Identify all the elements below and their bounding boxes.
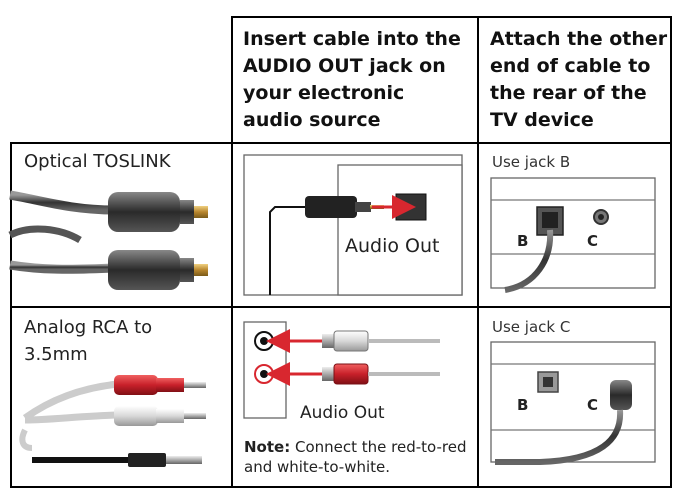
grid-line bbox=[231, 16, 672, 18]
optical-audio-out-label: Audio Out bbox=[345, 235, 440, 257]
optical-jack-b-label: B bbox=[517, 232, 528, 250]
rca-note-text: Connect the red-to-red and white-to-whit… bbox=[244, 438, 467, 476]
grid-line bbox=[670, 16, 672, 488]
grid-line bbox=[10, 486, 672, 488]
rca-jack-b-label: B bbox=[517, 396, 528, 414]
optical-jack-c-label: C bbox=[587, 232, 598, 250]
rca-audio-out-label: Audio Out bbox=[300, 403, 385, 423]
rca-note-bold: Note: bbox=[244, 438, 291, 456]
grid-line bbox=[10, 306, 672, 308]
grid-line bbox=[477, 16, 479, 488]
grid-line bbox=[231, 16, 233, 488]
row-optical-tv-hint: Use jack B bbox=[492, 153, 571, 171]
row-rca-name: Analog RCA to 3.5mm bbox=[24, 317, 153, 365]
row-optical-name: Optical TOSLINK bbox=[24, 151, 171, 172]
toslink-plug-icon bbox=[8, 190, 208, 290]
grid-line bbox=[10, 142, 672, 144]
minijack-plug-icon bbox=[32, 453, 202, 467]
header-insert-cable: Insert cable into the AUDIO OUT jack on … bbox=[243, 28, 461, 131]
grid-line bbox=[10, 142, 12, 488]
row-rca-tv-hint: Use jack C bbox=[492, 318, 571, 336]
rca-jack-c-label: C bbox=[587, 396, 598, 414]
header-attach-cable: Attach the other end of cable to the rea… bbox=[490, 28, 668, 131]
rca-plug-icon bbox=[19, 375, 206, 467]
rca-note: Note: Connect the red-to-red and white-t… bbox=[244, 437, 474, 477]
